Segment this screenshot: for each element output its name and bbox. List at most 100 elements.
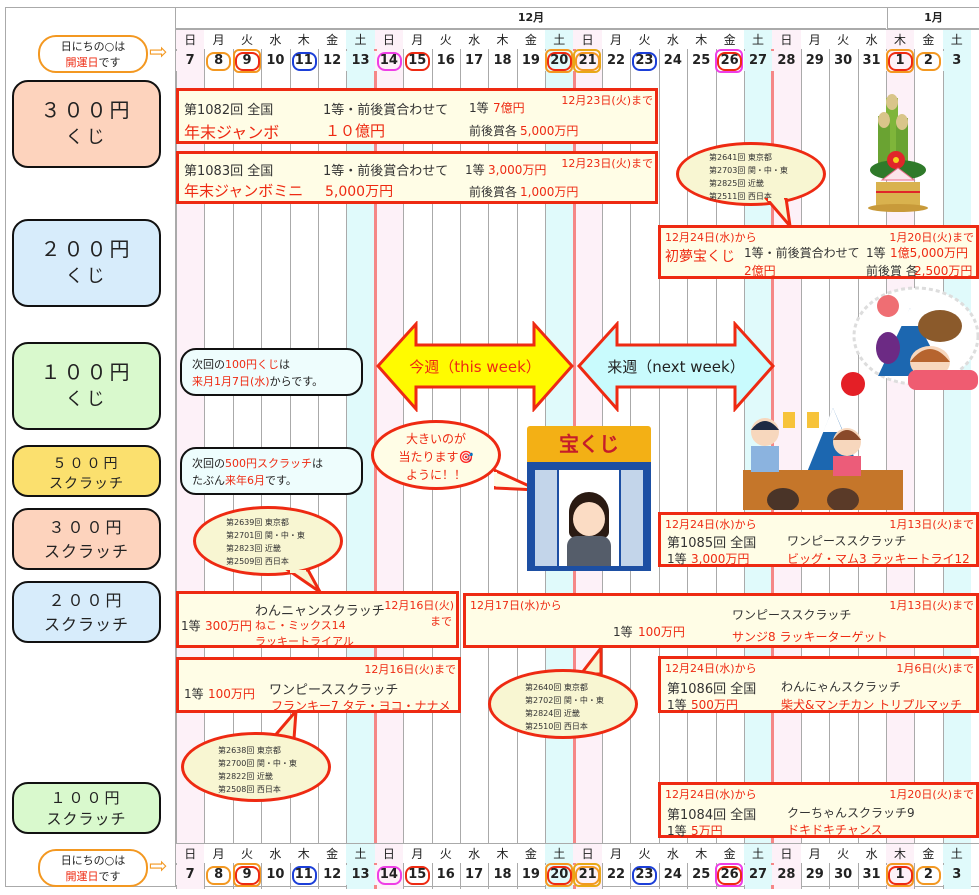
lottery-nenmatsu-jumbo-mini[interactable]: 第1083回 全国 年末ジャンボミニ 1等・前後賞合わせて 5,000万円 1等… <box>176 151 658 204</box>
date-cell: 17 <box>460 51 488 71</box>
lucky-day-ring <box>575 866 601 885</box>
arrow-right-icon: ⇨ <box>149 40 168 65</box>
lucky-day-legend-top: 日にちの○は 開運日です <box>38 35 148 73</box>
date-number: 30 <box>834 867 853 882</box>
scratch-wannyan-1086[interactable]: 12月24日(水)から 1月6日(火)まで 第1086回 全国 わんにゃんスクラ… <box>658 656 979 713</box>
adjacent-prize-label: 前後賞 各 <box>866 264 918 278</box>
date-cell: 18 <box>488 865 516 885</box>
weekday-cell: 月 <box>610 847 623 861</box>
lucky-day-ring <box>405 52 431 71</box>
date-cell: 9 <box>232 863 261 887</box>
weekday-cell: 土 <box>346 844 375 863</box>
bubble-line: ように！！ <box>405 468 466 482</box>
scratch-onepiece-200[interactable]: 12月17日(水)から 1月13日(火)まで ワンピーススクラッチ 1等 100… <box>463 593 979 648</box>
date-cell: 31 <box>857 865 885 885</box>
weekday-cell: 日 <box>772 844 801 863</box>
weekday-cell: 日 <box>176 30 205 49</box>
weekday-cell: 日 <box>374 844 404 863</box>
category-type: くじ <box>65 127 108 148</box>
date-number: 26 <box>720 867 739 882</box>
day-column <box>914 36 942 889</box>
lucky-day-ring <box>234 52 260 71</box>
first-prize-value: 100万円 <box>208 687 255 701</box>
month-label: 12月 <box>517 11 545 24</box>
date-number: 1 <box>895 53 905 68</box>
date-cell: 10 <box>261 865 289 885</box>
weekday-cell: 火 <box>837 33 850 47</box>
date-cell: 21 <box>573 49 602 73</box>
weekday-cell: 火 <box>439 33 452 47</box>
weekday-cell: 日 <box>374 30 404 49</box>
weekday-row-bottom: 日月火水木金土日月火水木金土日月火水木金土日月火水木金土 <box>176 843 979 863</box>
date-number: 20 <box>550 53 569 68</box>
round-label: 第1082回 全国 <box>184 103 274 118</box>
scratch-onepiece-1085[interactable]: 12月24日(水)から 1月13日(火)まで 第1085回 全国 ワンピーススク… <box>658 512 979 567</box>
bubble-line: 第2702回 関・中・東 <box>525 696 604 705</box>
category-type: スクラッチ <box>43 542 129 561</box>
lucky-day-ring <box>632 52 658 71</box>
end-date: 12月23日(火)まで <box>561 94 653 107</box>
weekday-cell: 火 <box>638 847 651 861</box>
date-cell: 18 <box>488 51 516 71</box>
day-column <box>687 36 715 889</box>
combined-label: 1等・前後賞合わせて <box>744 246 860 260</box>
date-number: 2 <box>923 867 933 882</box>
date-number: 31 <box>862 53 881 68</box>
date-cell: 15 <box>403 865 431 885</box>
scratch-name: わんニャンスクラッチ <box>255 604 385 619</box>
date-number: 16 <box>436 867 455 882</box>
scratch-wannyan-200[interactable]: わんニャンスクラッチ 1等 300万円 ねこ・ミックス14 ラッキートライアル … <box>176 591 459 648</box>
lucky-day-outer-ring <box>545 863 574 887</box>
category-price: ３００円 <box>48 518 125 537</box>
scratch-name: クーちゃんスクラッチ9 <box>787 806 915 820</box>
bubble-line: 第2824回 近畿 <box>525 709 580 718</box>
date-cell: 22 <box>602 865 630 885</box>
date-number: 25 <box>692 867 711 882</box>
date-number: 14 <box>379 867 398 882</box>
lucky-day-ring <box>405 866 431 885</box>
date-number: 28 <box>777 53 796 68</box>
next-week-label: 来週（next week） <box>607 358 745 376</box>
date-number: 27 <box>748 53 768 68</box>
lottery-nenmatsu-jumbo[interactable]: 第1082回 全国 年末ジャンボ 1等・前後賞合わせて １０億円 1等 7億円 … <box>176 88 658 144</box>
lucky-day-legend-bottom: 日にちの○は 開運日です <box>38 849 148 887</box>
adjacent-prize-label: 前後賞各 <box>469 185 518 199</box>
lucky-day-ring <box>547 52 573 71</box>
weekday-cell: 水 <box>468 33 481 47</box>
date-cell: 9 <box>232 49 261 73</box>
booth-sign: 宝くじ <box>527 426 651 462</box>
bubble-line: 大きいのが <box>405 432 466 446</box>
day-column <box>942 36 972 889</box>
date-cell: 30 <box>829 865 857 885</box>
calendar-frame <box>5 7 979 887</box>
date-number: 9 <box>242 867 252 882</box>
date-cell: 22 <box>602 51 630 71</box>
end-date: 12月23日(火)まで <box>561 157 653 170</box>
lucky-day-ring <box>291 866 317 885</box>
note-highlight: 500円スクラッチ <box>225 457 312 470</box>
note-text: は <box>312 457 323 470</box>
date-cell: 14 <box>374 865 404 885</box>
start-date: 12月24日(水)から <box>665 231 757 244</box>
lucky-day-ring <box>887 52 913 71</box>
lucky-day-ring <box>717 866 743 885</box>
date-number: 8 <box>214 53 224 68</box>
weekday-cell: 土 <box>743 30 773 49</box>
date-number: 29 <box>805 867 824 882</box>
weekday-cell: 火 <box>837 847 850 861</box>
date-cell: 24 <box>659 51 687 71</box>
weekday-cell: 土 <box>545 844 574 863</box>
category-100yen-kuji: １００円 くじ <box>12 342 161 430</box>
weekday-cell: 水 <box>468 847 481 861</box>
bubble-line: 第2508回 西日本 <box>218 785 281 794</box>
weekday-cell: 金 <box>723 847 736 861</box>
bubble-line: 第2510回 西日本 <box>525 722 588 731</box>
first-prize-label: 1等 <box>866 246 886 260</box>
scratch-koochan-1084[interactable]: 12月24日(水)から 1月20日(火)まで 第1084回 全国 クーちゃんスク… <box>658 782 979 838</box>
scratch-onepiece-franky[interactable]: 12月16日(火)まで ワンピーススクラッチ 1等 100万円 フランキー7 タ… <box>176 657 461 713</box>
legend-lucky-day: 開運日 <box>65 56 99 69</box>
weekday-cell: 日 <box>176 844 205 863</box>
weekday-cell: 土 <box>545 30 574 49</box>
lucky-day-outer-ring <box>573 863 602 887</box>
lottery-hatsuyume[interactable]: 12月24日(水)から 1月20日(火)まで 初夢宝くじ 1等・前後賞合わせて … <box>658 225 979 279</box>
